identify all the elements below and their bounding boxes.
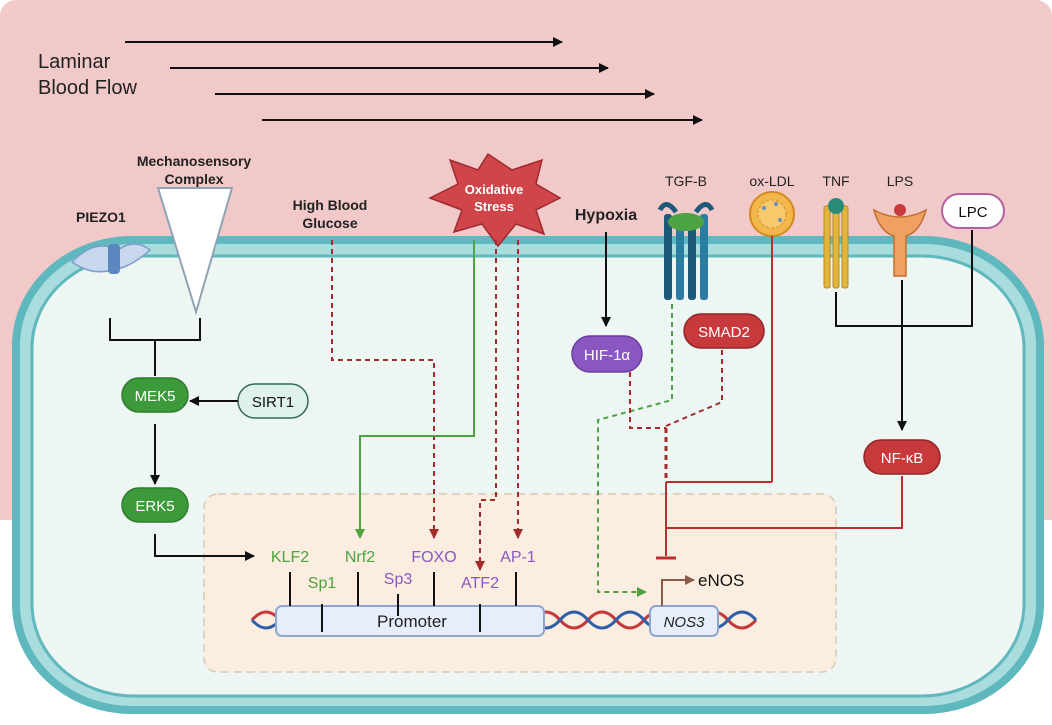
oxidative-label-line2: Stress [474,199,514,214]
nos3-gene [649,605,719,637]
flow-label-line2: Blood Flow [38,77,137,99]
piezo1-channel-icon [70,243,152,274]
tf-foxo: FOXO [411,549,456,566]
mechano-connector [109,318,201,376]
tgfb-label: TGF-B [665,173,707,189]
tf-ap1: AP-1 [500,549,536,566]
nfkb-label: NF-κB [881,450,924,467]
mek5-label: MEK5 [135,388,176,405]
erk5-label: ERK5 [135,498,174,515]
smad2-node [683,313,765,349]
high-glucose-label-line1: High Blood [293,197,368,213]
enos-label: eNOS [698,571,744,590]
high-glucose-label-line2: Glucose [302,215,357,231]
erk5-node [121,487,189,523]
hypoxia-label: Hypoxia [575,207,637,224]
smad2-label: SMAD2 [698,324,750,341]
tf-atf2: ATF2 [461,575,499,592]
oxldl-particle-icon [749,191,795,237]
oxidative-label-line1: Oxidative [465,182,524,197]
mek5-node [121,377,189,413]
nfkb-node [863,439,941,475]
promoter-region [275,605,545,637]
oxidative-stress-burst [428,152,562,248]
lps-receptor-icon [872,204,928,277]
piezo1-label: PIEZO1 [76,209,126,225]
binding-site-ticks [289,572,517,632]
tnf-receptor-icon [823,198,849,289]
sirt1-label: SIRT1 [252,394,294,411]
nfkb-convergence [835,230,973,431]
lpc-label: LPC [958,204,987,221]
mechanosensory-label-line1: Mechanosensory [137,153,252,169]
hif1a-label: HIF-1α [584,347,631,364]
nos3-label: NOS3 [664,614,706,631]
tnf-label: TNF [822,173,849,189]
lps-label: LPS [887,173,913,189]
tf-nrf2: Nrf2 [345,549,375,566]
promoter-label: Promoter [377,612,447,631]
tgfb-receptor-icon [657,202,715,300]
tf-sp3: Sp3 [384,571,413,588]
mechanosensory-label-line2: Complex [164,171,223,187]
tf-sp1: Sp1 [308,575,337,592]
tf-klf2: KLF2 [271,549,309,566]
flow-label-line1: Laminar [38,51,111,73]
mechanosensory-complex-icon [156,187,234,316]
laminar-flow-arrows [125,37,703,125]
oxldl-label: ox-LDL [749,173,794,189]
hif1a-node [571,335,643,373]
lpc-node [941,193,1005,229]
